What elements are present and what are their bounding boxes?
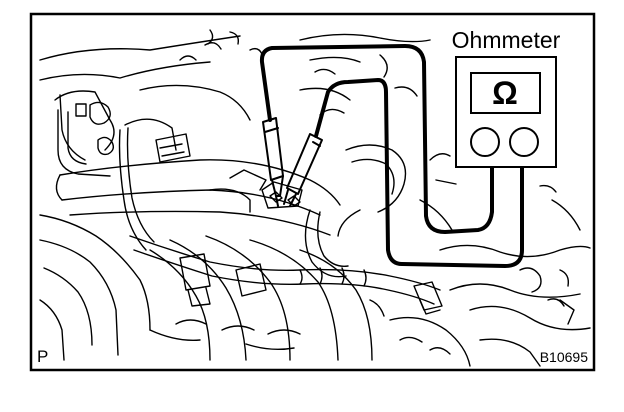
test-probe-right — [283, 133, 323, 207]
engine-line-art — [39, 29, 591, 367]
ohmmeter: Ohmmeter Ω — [452, 27, 561, 168]
meter-jack-right — [509, 127, 539, 157]
test-leads — [259, 44, 524, 268]
lead-left-probe — [259, 44, 494, 234]
ohmmeter-label: Ohmmeter — [452, 27, 561, 53]
corner-code-left: P — [37, 347, 48, 366]
ohm-symbol: Ω — [492, 75, 518, 111]
lead-right-probe — [314, 78, 524, 268]
meter-jack-left — [470, 127, 500, 157]
ohmmeter-display — [470, 72, 541, 114]
figure-code: B10695 — [540, 349, 588, 365]
